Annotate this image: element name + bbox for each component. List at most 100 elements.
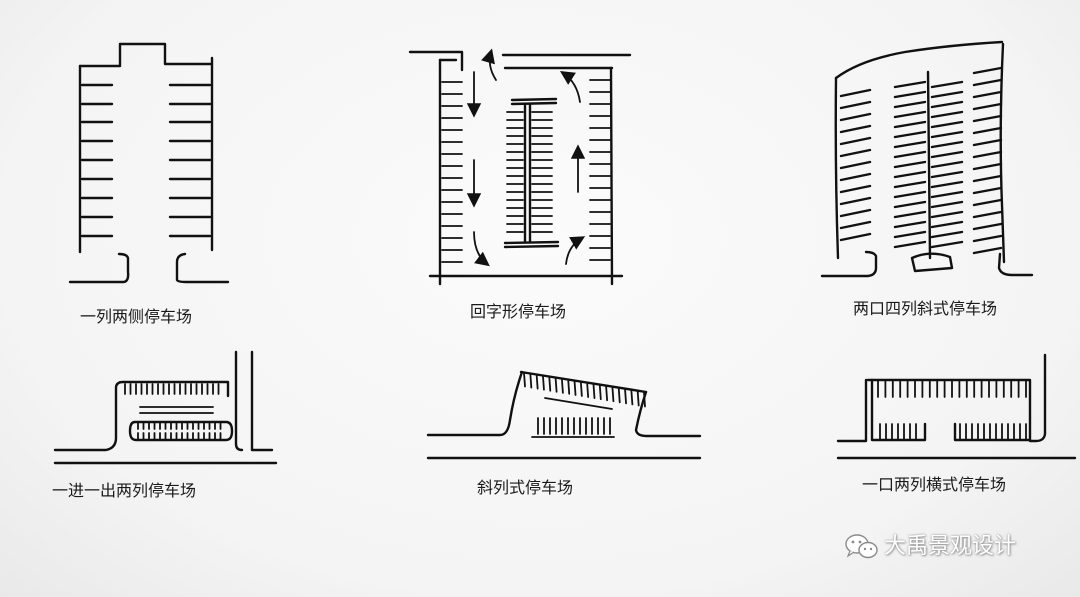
middle-line	[544, 397, 613, 410]
angled-stall-line-center-right	[930, 180, 964, 189]
wechat-eye	[851, 540, 855, 544]
center-spine	[926, 70, 932, 260]
angled-stall-line-top	[523, 371, 526, 388]
arrow-curve-down-icon	[473, 231, 490, 267]
top-wall	[834, 40, 1004, 80]
angled-stall-line-right	[972, 222, 1003, 231]
diagram-single-row-two-sides	[68, 42, 230, 284]
angled-stall-line-left	[839, 124, 872, 134]
wechat-eye	[869, 547, 873, 551]
angled-stall-line-top	[643, 391, 646, 408]
diagram-two-entrance-four-row-angled	[820, 40, 1034, 278]
angled-stall-line-top	[605, 385, 609, 402]
angled-stall-line-center-right	[930, 120, 964, 129]
angled-stall-line-right	[972, 138, 1003, 147]
angled-stall-line-right	[972, 114, 1003, 123]
angled-stall-line-center-left	[893, 80, 927, 89]
angled-stall-line-top	[617, 387, 621, 404]
angled-stall-line-top	[548, 375, 552, 392]
top-wall	[78, 42, 214, 68]
angled-stall-line-center-right	[930, 220, 964, 229]
entrance-right-wall	[175, 252, 230, 284]
angled-stall-line-center-right	[930, 80, 964, 89]
angled-stall-line-top	[560, 377, 564, 394]
angled-stall-line-center-right	[930, 170, 964, 179]
angled-stall-line-center-right	[930, 230, 964, 239]
angled-stall-line-left	[839, 148, 872, 158]
angled-stall-line-top	[598, 384, 602, 401]
diagram-loop-shaped	[408, 48, 632, 286]
angled-stall-line-center-left	[893, 130, 927, 139]
angled-stall-line-left	[839, 88, 872, 98]
island-bottom-bar	[503, 240, 560, 245]
angled-stall-line-center-left	[893, 150, 927, 159]
angled-stall-line-center-left	[893, 180, 927, 189]
entrance-left-wall	[68, 252, 130, 284]
angled-stall-line-top	[636, 390, 640, 407]
island-top-bar	[510, 97, 558, 102]
angled-stall-line-left	[839, 196, 872, 206]
watermark-text: 大禹景观设计	[884, 534, 1017, 559]
angled-stall-line-right	[972, 90, 1003, 99]
island-bottom-bar-outer	[503, 244, 560, 249]
angled-stall-line-center-right	[930, 150, 964, 159]
diagram-angled-row	[426, 370, 702, 460]
entrance-left-wall	[820, 250, 878, 278]
angled-stall-line-right	[972, 186, 1003, 195]
left-wall	[834, 76, 840, 260]
angled-stall-line-center-left	[893, 200, 927, 209]
angled-stall-line-center-left	[893, 210, 927, 219]
angled-stall-line-left	[839, 172, 872, 182]
wechat-icon	[845, 534, 878, 559]
angled-stall-line-right	[972, 210, 1003, 219]
angled-stall-line-right	[972, 234, 1003, 243]
angled-stall-line-right	[972, 150, 1003, 159]
entrance-right-wall	[997, 252, 1034, 277]
angled-stall-line-center-left	[893, 220, 927, 229]
caption-single-row-two-sides: 一列两侧停车场	[80, 307, 193, 326]
top-wall	[519, 370, 648, 394]
angled-stall-line-center-right	[930, 130, 964, 139]
angled-stall-line-center-left	[893, 190, 927, 199]
wechat-bubble-tail	[846, 550, 855, 558]
angled-stall-line-top	[611, 386, 615, 403]
angled-stall-line-center-left	[893, 230, 927, 239]
angled-stall-line-center-left	[893, 120, 927, 129]
diagram-one-entrance-two-row-perpendicular	[836, 353, 1077, 460]
right-wall	[609, 66, 614, 286]
angled-stall-line-center-left	[893, 240, 927, 249]
angled-stall-line-center-right	[930, 190, 964, 199]
angled-stall-line-center-left	[893, 90, 927, 99]
bottom-island	[910, 252, 954, 273]
caption-loop-shaped: 回字形停车场	[470, 302, 567, 321]
angled-stall-line-right	[972, 174, 1003, 183]
wechat-eye	[863, 547, 867, 551]
angled-stall-line-top	[624, 388, 627, 405]
angled-stall-line-center-left	[893, 140, 927, 149]
angled-stall-line-right	[972, 162, 1003, 171]
angled-stall-line-right	[972, 246, 1003, 255]
angled-stall-line-top	[529, 372, 533, 389]
diagram-one-in-one-out-two-row	[53, 350, 278, 465]
arrow-curve-up-icon	[481, 48, 497, 81]
caption-one-entrance-two-row-perpendicular: 一口两列横式停车场	[862, 475, 1007, 494]
angled-stall-line-right	[972, 198, 1003, 207]
angled-stall-line-center-left	[893, 100, 927, 109]
top-left-wall	[408, 50, 464, 72]
angled-stall-line-left	[839, 160, 872, 170]
angled-stall-line-right	[972, 78, 1003, 87]
angled-stall-line-center-right	[930, 110, 964, 119]
angled-stall-line-center-right	[930, 210, 964, 219]
exit-wall-inner	[234, 350, 244, 452]
angled-stall-line-center-right	[930, 90, 964, 99]
angled-stall-line-left	[839, 112, 872, 122]
angled-stall-line-top	[630, 389, 634, 406]
right-wall	[999, 42, 1006, 264]
angled-stall-line-left	[839, 100, 872, 110]
exit-wall-outer	[250, 350, 274, 452]
arrow-curve-up-icon	[565, 236, 586, 265]
lot-outer-left	[836, 378, 868, 443]
angled-stall-line-top	[554, 376, 558, 393]
angled-stall-line-center-left	[893, 170, 927, 179]
